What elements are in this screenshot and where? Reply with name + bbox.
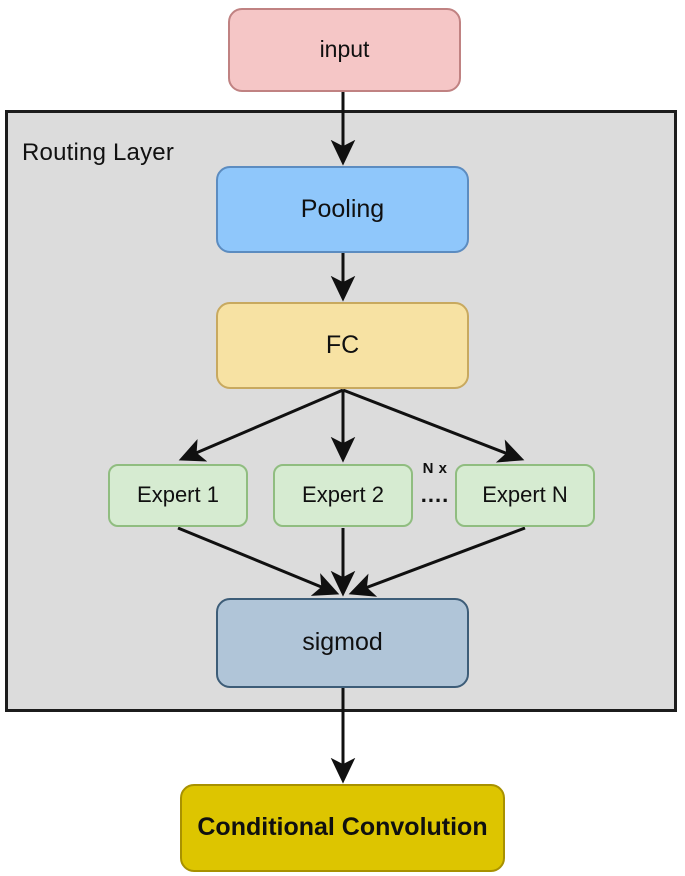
node-input-label: input — [319, 36, 370, 63]
node-pooling-label: Pooling — [300, 194, 385, 223]
expert-repeat-annotation: N x .... — [412, 458, 458, 520]
node-expert-n[interactable]: Expert N — [455, 464, 595, 527]
node-conditional-convolution[interactable]: Conditional Convolution — [180, 784, 505, 872]
node-expert-2[interactable]: Expert 2 — [273, 464, 413, 527]
node-expert-1[interactable]: Expert 1 — [108, 464, 248, 527]
node-input[interactable]: input — [228, 8, 461, 92]
node-expert-n-label: Expert N — [482, 482, 568, 508]
node-pooling[interactable]: Pooling — [216, 166, 469, 253]
node-conditional-convolution-label: Conditional Convolution — [197, 813, 488, 842]
expert-repeat-count-label: N x — [422, 460, 448, 477]
routing-layer-label: Routing Layer — [22, 139, 175, 166]
node-expert-1-label: Expert 1 — [137, 482, 219, 508]
expert-ellipsis-label: .... — [420, 482, 450, 507]
node-expert-2-label: Expert 2 — [302, 482, 384, 508]
node-sigmod[interactable]: sigmod — [216, 598, 469, 688]
node-fc-label: FC — [325, 330, 360, 359]
node-fc[interactable]: FC — [216, 302, 469, 389]
node-sigmod-label: sigmod — [302, 628, 383, 657]
